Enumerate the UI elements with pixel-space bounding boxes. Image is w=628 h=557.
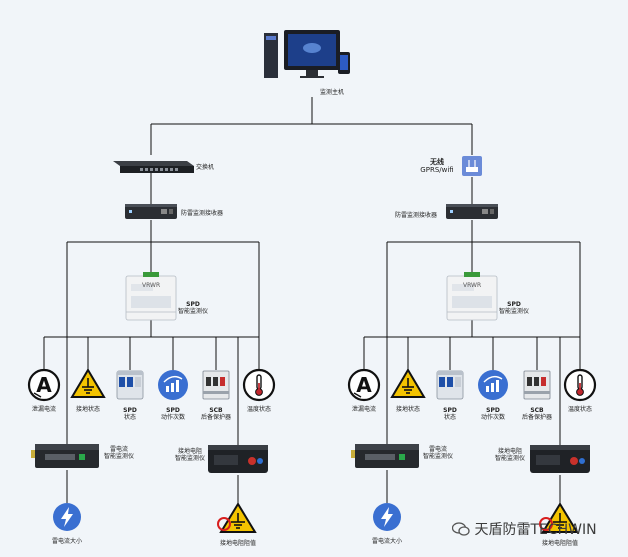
temp-label: 温度状态 [567, 406, 593, 413]
svg-text:VRWR: VRWR [463, 282, 481, 289]
ground-monitor-right-icon [530, 445, 590, 473]
spd-module-icon [116, 370, 144, 400]
receiver-left-label: 防雷监测接收器 [181, 210, 224, 217]
receiver-right-label: 防雷监测接收器 [394, 212, 438, 219]
ammeter-icon [347, 368, 381, 402]
ground-monitor-left-label: 接地电阻智能监测仪 [174, 448, 206, 462]
lightning-size-label: 雷电流大小 [371, 538, 403, 545]
monitor-host-icon [264, 30, 350, 78]
counter-gauge-icon [477, 369, 509, 401]
ground-status-label: 接地状态 [395, 406, 421, 413]
ground-warning-icon [391, 369, 425, 398]
receiver-right-icon [446, 204, 498, 219]
wechat-icon [452, 522, 470, 536]
wireless-router-icon [462, 156, 482, 176]
ground-warning-icon [71, 369, 105, 398]
lightning-bolt-icon [53, 503, 81, 531]
spd-monitor-left-icon [125, 271, 177, 321]
leakage-label: 泄漏电流 [31, 406, 57, 413]
monitor-host-label: 监测主机 [319, 89, 345, 96]
watermark: 天盾防雷TECHWIN [452, 519, 597, 539]
ground-value-label: 接地电阻阻值 [219, 540, 257, 547]
spd-monitor-right-icon [446, 271, 498, 321]
thermometer-icon [563, 368, 597, 402]
lightning-monitor-left-label: 雷电流智能监测仪 [103, 446, 135, 460]
ground-monitor-right-label: 接地电阻智能监测仪 [494, 448, 526, 462]
ground-resistance-icon [217, 503, 256, 533]
switch-label: 交换机 [196, 164, 215, 171]
ground-status-label: 接地状态 [75, 406, 101, 413]
svg-text:VRWR: VRWR [142, 282, 160, 289]
lightning-bolt-icon [373, 503, 401, 531]
lightning-monitor-left-icon [31, 444, 99, 468]
lightning-monitor-right-label: 雷电流智能监测仪 [422, 446, 454, 460]
counter-gauge-icon [157, 369, 189, 401]
ground-value-label: 接地电阻阻值 [541, 540, 579, 547]
receiver-left-icon [125, 204, 177, 219]
ammeter-icon [27, 368, 61, 402]
temp-label: 温度状态 [246, 406, 272, 413]
thermometer-icon [242, 368, 276, 402]
lightning-size-label: 雷电流大小 [51, 538, 83, 545]
leakage-label: 泄漏电流 [351, 406, 377, 413]
lightning-monitor-right-icon [351, 444, 419, 468]
scb-breaker-icon [523, 370, 551, 400]
scb-breaker-icon [202, 370, 230, 400]
switch-icon [113, 161, 194, 173]
ground-monitor-left-icon [208, 445, 268, 473]
spd-module-icon [436, 370, 464, 400]
